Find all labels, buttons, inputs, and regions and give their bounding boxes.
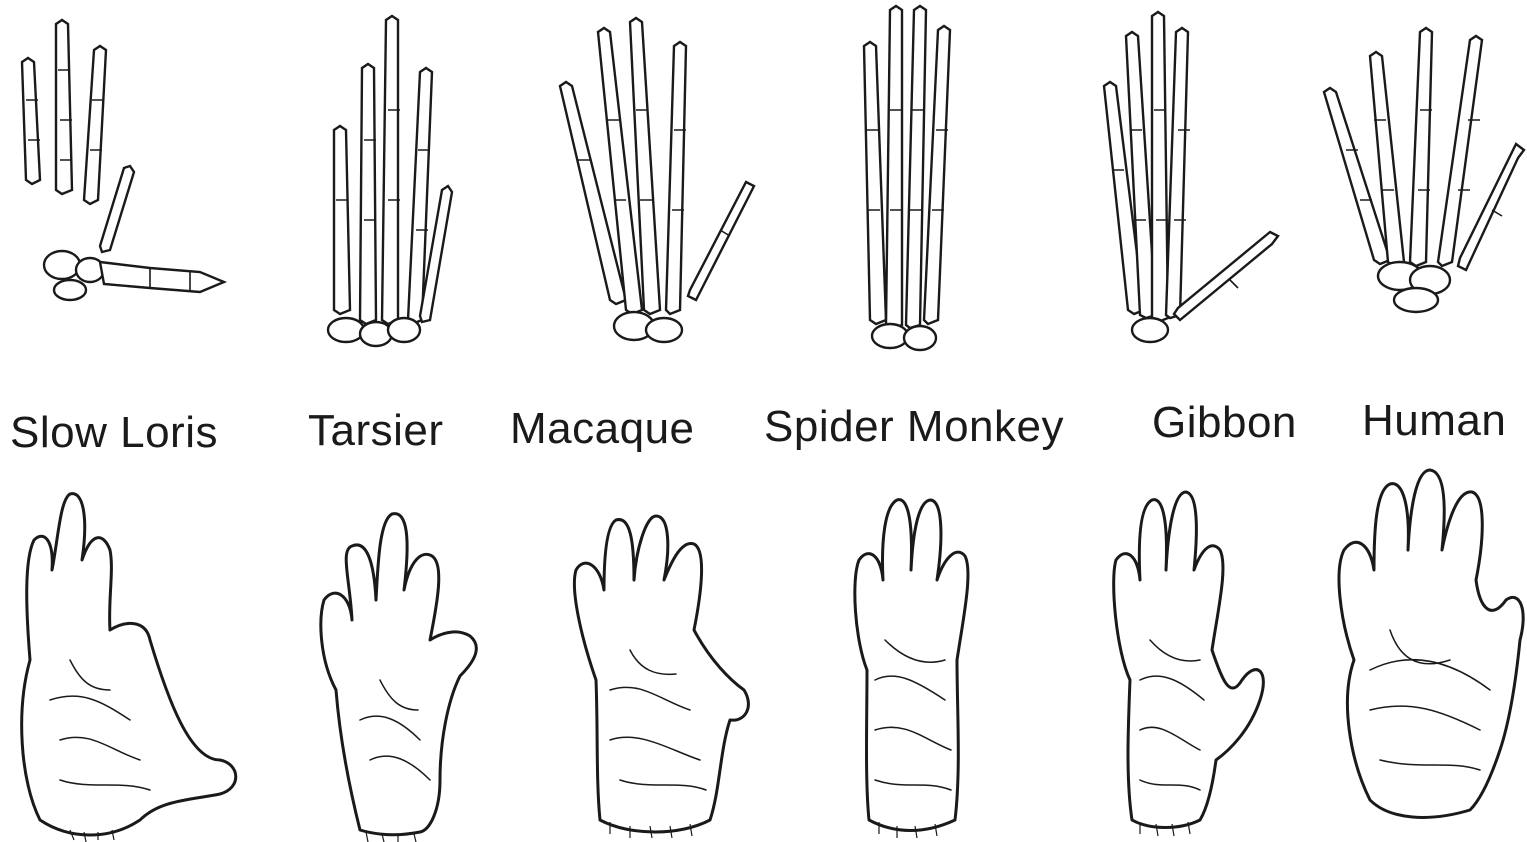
human-skeleton: [1320, 0, 1527, 370]
label-human: Human: [1362, 396, 1506, 446]
macaque-hand: [560, 460, 760, 842]
label-gibbon: Gibbon: [1152, 398, 1297, 448]
gibbon-skeleton: [1100, 0, 1280, 370]
spider-monkey-skeleton: [850, 0, 960, 370]
skeleton-row: [0, 0, 1527, 370]
label-spider-monkey: Spider Monkey: [764, 402, 1064, 452]
hand-row: [0, 460, 1527, 842]
macaque-skeleton: [550, 0, 760, 370]
label-macaque: Macaque: [510, 404, 695, 454]
slow-loris-skeleton: [0, 0, 250, 370]
slow-loris-hand: [0, 460, 250, 842]
gibbon-hand: [1100, 460, 1270, 842]
label-slow-loris: Slow Loris: [10, 408, 218, 458]
tarsier-hand: [300, 460, 490, 842]
tarsier-skeleton: [300, 0, 470, 370]
species-label-row: Slow Loris Tarsier Macaque Spider Monkey…: [0, 388, 1527, 458]
human-hand: [1330, 460, 1527, 842]
label-tarsier: Tarsier: [308, 406, 444, 456]
spider-monkey-hand: [845, 460, 975, 842]
